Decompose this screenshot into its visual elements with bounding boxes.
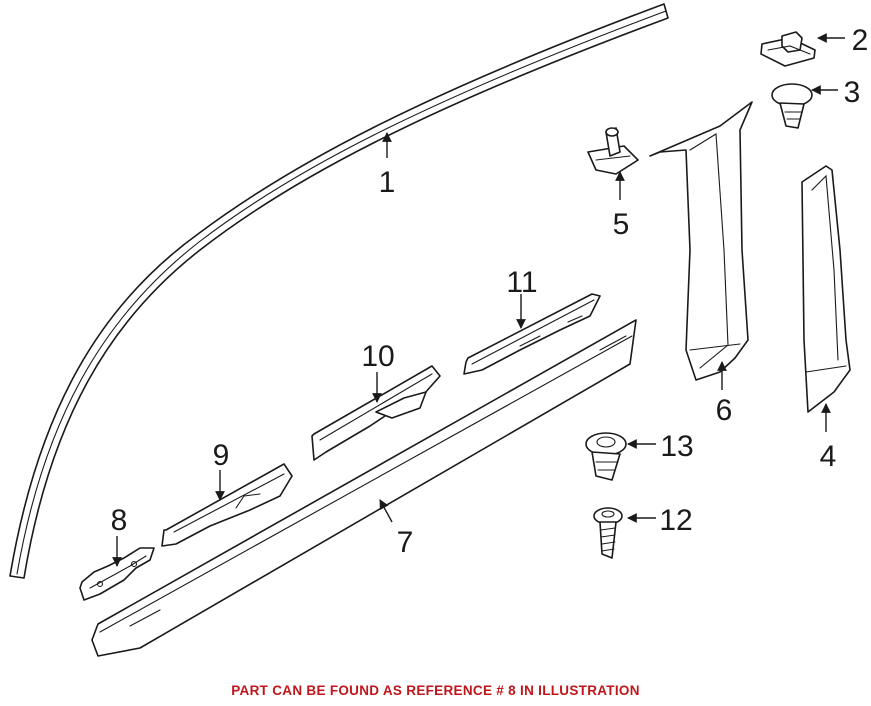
part-8-bracket	[79, 547, 155, 601]
callout-6: 6	[716, 394, 733, 427]
callout-12: 12	[659, 504, 692, 537]
callout-2: 2	[852, 24, 869, 57]
callout-7: 7	[397, 526, 414, 559]
part-11-retainer-strip	[463, 293, 601, 375]
callout-9: 9	[213, 439, 230, 472]
part-3-push-clip	[771, 83, 813, 129]
part-7-sill-molding	[91, 319, 637, 657]
callout-4: 4	[820, 440, 837, 473]
part-1-roof-molding	[9, 3, 669, 579]
part-13-push-clip	[585, 432, 627, 481]
part-5-retainer-clip	[587, 127, 639, 175]
callout-1: 1	[379, 166, 396, 199]
part-12-screw	[593, 507, 623, 559]
callout-3: 3	[844, 76, 861, 109]
part-4-pillar-cover	[801, 165, 851, 413]
callout-11: 11	[506, 266, 537, 299]
callout-13: 13	[660, 430, 693, 463]
callout-labels: 1 2 3 4 5 6 7 8 9 10 11 12 13	[111, 24, 869, 559]
reference-note: PART CAN BE FOUND AS REFERENCE # 8 IN IL…	[231, 683, 640, 698]
leader-lines	[112, 33, 845, 567]
callout-8: 8	[111, 504, 128, 537]
part-9-retainer-strip	[161, 463, 293, 547]
callout-10: 10	[361, 340, 394, 373]
part-2-clip	[760, 31, 816, 67]
callout-5: 5	[613, 208, 630, 241]
part-6-pillar-trim	[649, 101, 753, 381]
